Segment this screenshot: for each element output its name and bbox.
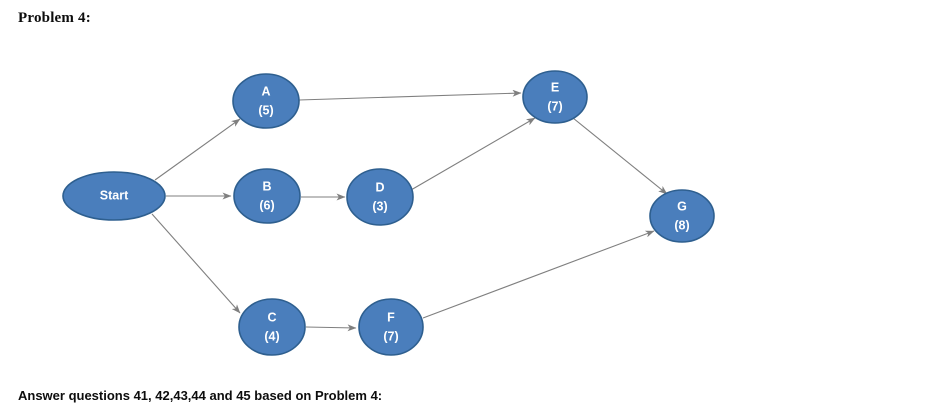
node-label-f: F xyxy=(387,310,395,324)
node-duration-g: (8) xyxy=(674,218,689,232)
edge-f-g xyxy=(422,230,655,319)
node-start[interactable]: Start xyxy=(62,171,166,221)
node-duration-f: (7) xyxy=(383,329,398,343)
node-b[interactable]: B (6) xyxy=(233,168,301,224)
node-label-b: B xyxy=(262,179,271,193)
node-shape-f xyxy=(358,298,424,356)
node-label-d: D xyxy=(375,180,384,194)
node-shape-e xyxy=(522,70,588,124)
node-label-start: Start xyxy=(100,188,129,202)
edge-start-c xyxy=(151,213,241,314)
node-duration-e: (7) xyxy=(547,99,562,113)
node-duration-c: (4) xyxy=(264,329,279,343)
node-label-e: E xyxy=(551,80,559,94)
node-shape-g xyxy=(649,189,715,243)
node-label-g: G xyxy=(677,199,687,213)
node-shape-c xyxy=(238,298,306,356)
node-e[interactable]: E (7) xyxy=(522,70,588,124)
node-duration-a: (5) xyxy=(258,103,273,117)
node-layer: Start A (5) B (6) C (4) D (3) E (7) F (7) G (8) xyxy=(62,70,715,356)
edge-e-g xyxy=(572,117,668,195)
node-shape-a xyxy=(232,73,300,129)
node-g[interactable]: G (8) xyxy=(649,189,715,243)
node-a[interactable]: A (5) xyxy=(232,73,300,129)
edge-c-f xyxy=(305,324,357,332)
node-duration-b: (6) xyxy=(259,198,274,212)
node-d[interactable]: D (3) xyxy=(346,168,414,226)
edge-layer xyxy=(151,89,668,332)
node-label-a: A xyxy=(261,84,270,98)
node-c[interactable]: C (4) xyxy=(238,298,306,356)
edge-d-e xyxy=(410,117,536,191)
node-f[interactable]: F (7) xyxy=(358,298,424,356)
node-shape-start xyxy=(62,171,166,221)
edge-start-a xyxy=(154,118,241,181)
page-title: Problem 4: xyxy=(18,10,91,26)
footer-note: Answer questions 41, 42,43,44 and 45 bas… xyxy=(18,388,383,403)
node-shape-b xyxy=(233,168,301,224)
node-shape-d xyxy=(346,168,414,226)
node-duration-d: (3) xyxy=(372,199,387,213)
edge-a-e xyxy=(298,89,522,101)
node-label-c: C xyxy=(267,310,276,324)
